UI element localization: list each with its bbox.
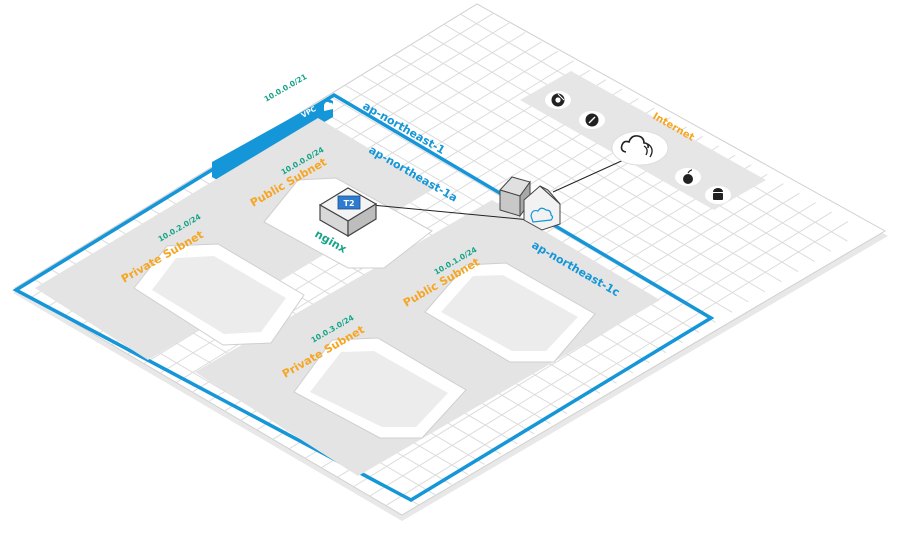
public-subnet-1c-inner: [441, 275, 578, 351]
grid-line: [369, 211, 833, 497]
grid-line: [353, 202, 816, 488]
link-gateway-to-internet: [552, 157, 629, 193]
internet-cloud-icon: [620, 135, 649, 153]
internet-gateway[interactable]: [499, 176, 561, 231]
ec2-instance[interactable]: T2: [318, 187, 378, 238]
vpc-cidr: 10.0.0.0/21: [263, 72, 309, 104]
vpc-tab: [212, 98, 333, 182]
vpc-cloud-icon: [324, 101, 334, 111]
internet-cloud[interactable]: [611, 130, 669, 166]
t2-badge-label: T2: [343, 199, 354, 208]
grid-line: [385, 221, 849, 506]
apple-icon: [675, 168, 701, 186]
chrome-icon: [545, 91, 571, 109]
t2-badge: [337, 195, 361, 210]
private-subnet-1c-inner: [310, 351, 448, 427]
android-icon: [705, 186, 731, 204]
link-instance-to-gateway: [371, 204, 531, 221]
private-subnet-1a-inner: [152, 256, 286, 334]
zone-band-1c: [195, 200, 660, 476]
safari-icon: [579, 111, 605, 129]
internet-gateway-icon: [530, 207, 554, 223]
